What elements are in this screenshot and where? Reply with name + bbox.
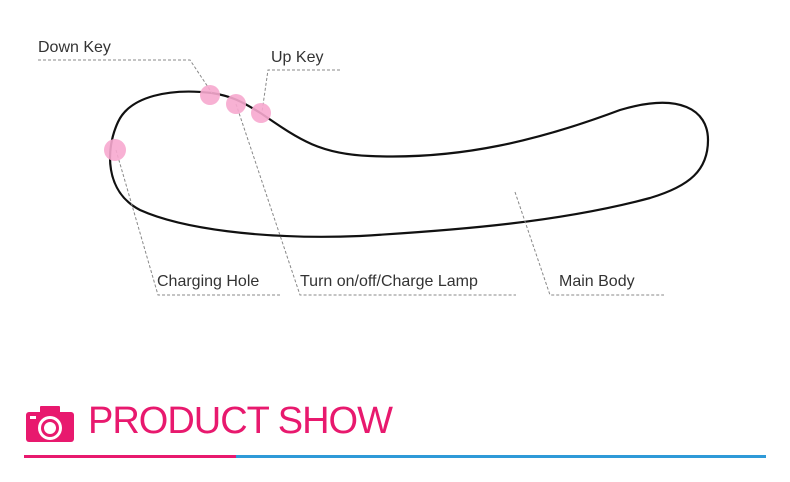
product-diagram: Down Key Up Key Charging Hole Turn on/of… [38, 39, 710, 296]
leader-up-key [261, 69, 340, 113]
hotspot-down-key [200, 85, 220, 105]
label-charge-lamp: Turn on/off/Charge Lamp [300, 273, 478, 290]
hotspot-charging-hole [104, 139, 126, 161]
leader-charge-lamp [235, 103, 516, 296]
hotspot-up-key [251, 103, 271, 123]
leader-lines [38, 59, 664, 296]
section-rule-accent [24, 455, 236, 458]
label-up-key: Up Key [271, 49, 323, 66]
device-outline [108, 90, 710, 238]
label-main-body: Main Body [559, 273, 635, 290]
leader-main-body [514, 191, 664, 296]
label-charging-hole: Charging Hole [157, 273, 259, 290]
camera-icon [26, 406, 74, 442]
label-down-key: Down Key [38, 39, 111, 56]
section-rule-secondary [236, 455, 766, 458]
leader-charging-hole [115, 149, 280, 296]
leader-down-key [38, 59, 213, 94]
hotspot-charge-lamp [226, 94, 246, 114]
hotspots [104, 85, 271, 161]
section-title: PRODUCT SHOW [88, 400, 393, 442]
